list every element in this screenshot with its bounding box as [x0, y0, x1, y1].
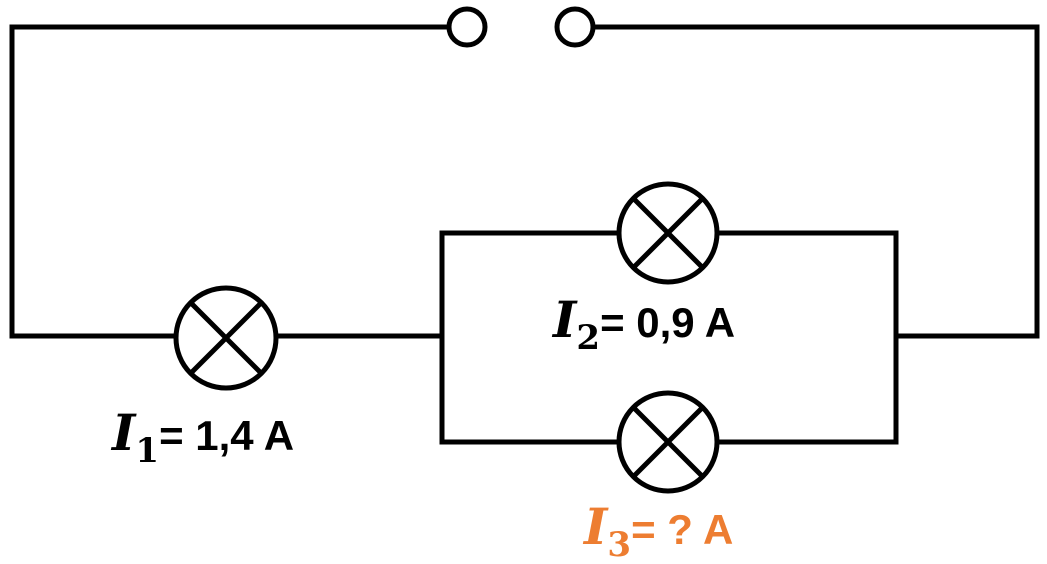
label-i2: I2= 0,9 A — [551, 290, 735, 358]
switch-terminal-right — [554, 6, 596, 48]
label-i3-symbol: I — [582, 497, 609, 556]
label-i2-symbol: I — [551, 290, 578, 349]
top-right-wire — [591, 24, 1040, 339]
lamp-1 — [173, 285, 279, 391]
label-i1-symbol: I — [110, 403, 137, 462]
label-i3-subscript: 3 — [607, 525, 631, 564]
label-i1-value: = 1,4 A — [159, 412, 294, 459]
label-i3-value: = ? A — [631, 506, 733, 553]
lamp-3 — [616, 390, 720, 494]
label-i1-subscript: 1 — [135, 431, 159, 471]
label-i3: I3= ? A — [582, 497, 733, 564]
label-i2-subscript: 2 — [576, 318, 600, 358]
label-i2-value: = 0,9 A — [600, 299, 735, 346]
lamp-2 — [616, 181, 720, 285]
label-i1: I1= 1,4 A — [110, 403, 294, 471]
switch-terminal-left — [446, 6, 488, 48]
top-left-wire — [9, 24, 451, 339]
